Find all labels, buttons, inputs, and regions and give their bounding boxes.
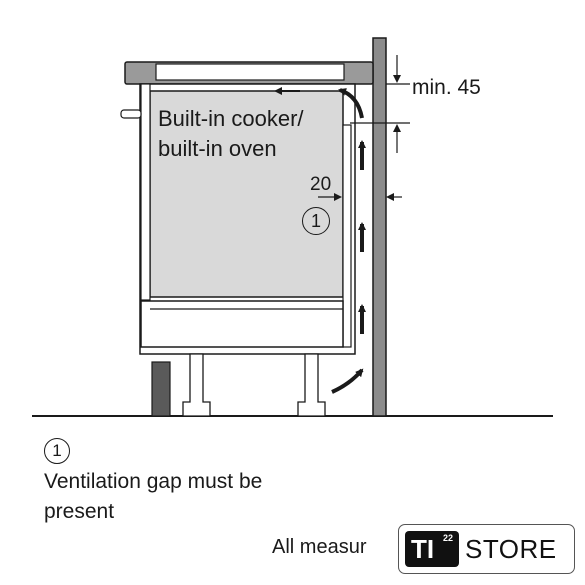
footer-note: All measur — [272, 536, 367, 558]
rear-wall — [372, 37, 387, 417]
store-logo-text: TI — [411, 534, 435, 564]
legend-text: Ventilation gap must be present — [44, 470, 263, 523]
store-name: STORE — [465, 534, 557, 564]
dimension-gap-label: 20 — [310, 174, 332, 195]
cabinet-leg-rear — [297, 353, 326, 417]
airflow-arrow-top — [338, 88, 364, 119]
cabinet-leg-front — [182, 353, 211, 417]
rear-panel — [342, 124, 352, 348]
cooker-label: Built-in cooker/ built-in oven — [158, 104, 304, 164]
oven-handle — [120, 109, 142, 119]
callout-marker-diagram: 1 — [302, 207, 330, 235]
store-logo-icon: TI 22 — [405, 531, 459, 567]
cooker-label-line2: built-in oven — [158, 136, 277, 161]
legend-callout-marker: 1 — [44, 438, 70, 464]
cooker-label-line1: Built-in cooker/ — [158, 106, 304, 131]
store-logo-superscript: 22 — [443, 533, 454, 543]
airflow-arrow-bottom — [331, 368, 364, 394]
hob-surface — [155, 63, 345, 81]
dimension-top-label: min. 45 — [412, 76, 481, 99]
store-badge[interactable]: TI 22 STORE — [398, 524, 575, 574]
cabinet-drawer — [140, 300, 344, 348]
oven-front — [140, 83, 151, 301]
plinth — [151, 361, 171, 417]
